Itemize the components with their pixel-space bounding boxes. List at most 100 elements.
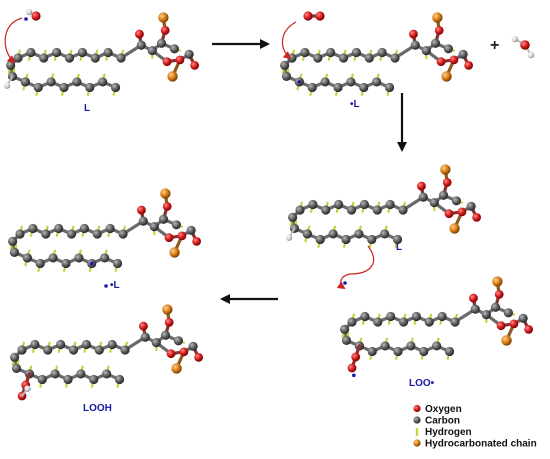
chain-atom (171, 363, 182, 374)
carbon-atom (136, 40, 146, 50)
hydrogen-atom (511, 35, 519, 43)
carbon-atom (173, 336, 183, 346)
chain-atom (169, 247, 180, 258)
legend-label: Carbon (425, 416, 460, 427)
carbon-atom (35, 258, 45, 269)
carbon-atom (333, 82, 343, 93)
oxygen-atom (464, 60, 474, 70)
molecule-L-propagation (285, 164, 482, 248)
radical-dot (343, 281, 347, 285)
oxygen-atom (192, 236, 202, 246)
carbon-atom (118, 229, 128, 239)
molecule-L-initial (3, 12, 200, 96)
carbon-atom (341, 234, 351, 245)
carbon-atom (66, 229, 77, 239)
carbon-atom (386, 311, 396, 322)
hydrogen-atom (527, 51, 535, 59)
carbon-atom (444, 346, 455, 357)
carbon-atom (466, 201, 476, 211)
molecule-layer (3, 8, 535, 401)
carbon-atom (48, 253, 58, 263)
carbon-atom (76, 369, 86, 379)
carbon-atom (89, 374, 99, 385)
molecule-LOOH (10, 304, 204, 401)
carbon-atom (22, 253, 32, 263)
carbon-atom (360, 311, 370, 322)
carbon-atom (90, 53, 100, 63)
curved-arrow-hydrogen-abstraction (4, 17, 23, 64)
carbon-atom (490, 302, 501, 312)
label-step3-L: L (396, 242, 402, 253)
label-step1-L: L (84, 103, 90, 114)
carbon-atom (373, 317, 383, 327)
carbon-atom (418, 192, 428, 202)
hydroxyl-radical-reactant (24, 8, 41, 21)
carbon-atom (105, 223, 115, 234)
carbon-atom (20, 77, 30, 87)
carbon-atom (158, 214, 169, 224)
carbon-atom (326, 47, 336, 58)
carbon-atom (41, 229, 51, 239)
carbon-atom (61, 258, 71, 269)
carbon-atom (328, 229, 338, 239)
oxygen-atom (442, 178, 452, 187)
carbon-atom (346, 77, 356, 87)
carbon-atom (43, 345, 53, 355)
label-step6-LOOH: LOOH (83, 403, 112, 414)
carbon-atom (85, 82, 95, 93)
oxygen-atom (444, 209, 454, 219)
carbon-atom (351, 47, 361, 58)
carbon-atom (359, 82, 369, 93)
molecule-LOO-radical (340, 276, 534, 378)
carbon-atom (295, 205, 305, 215)
carbon-atom (103, 47, 113, 58)
carbon-atom (8, 236, 18, 246)
carbon-atom (13, 53, 23, 63)
oxygen-atom (177, 231, 187, 241)
legend-swatch (413, 404, 421, 413)
carbon-atom (503, 308, 513, 318)
plus-sign: + (490, 37, 499, 54)
chain-atom (432, 12, 443, 23)
carbon-atom (384, 82, 395, 93)
carbon-atom (15, 229, 25, 239)
carbon-atom (359, 199, 369, 210)
carbon-atom (116, 53, 126, 63)
carbon-atom (302, 229, 312, 239)
carbon-atom (98, 77, 108, 87)
legend-swatch (413, 439, 421, 447)
carbon-atom (340, 324, 350, 334)
curved-arrow-hydrogen-transfer (336, 245, 374, 290)
carbon-atom (94, 345, 104, 355)
carbon-atom (77, 47, 87, 58)
carbon-atom (341, 335, 352, 345)
carbon-atom (112, 258, 123, 269)
radical-dot (104, 284, 108, 288)
chain-atom (441, 71, 452, 82)
carbon-atom (380, 229, 390, 239)
molecule-L-radical-product (8, 188, 202, 272)
carbon-atom (346, 205, 357, 215)
carbon-atom (74, 253, 84, 263)
hydrogen-atom (3, 82, 11, 89)
carbon-atom (364, 53, 374, 63)
carbon-atom (424, 317, 434, 327)
radical-dot (89, 261, 94, 266)
carbon-atom (430, 38, 441, 48)
carbon-atom (149, 222, 159, 232)
oxygen-atom (351, 352, 361, 362)
legend-item-hydrogen: Hydrogen (415, 427, 472, 438)
carbon-atom (151, 338, 161, 348)
carbon-atom (9, 247, 20, 257)
hydrogen-atom (24, 385, 31, 392)
oxygen-atom (31, 11, 41, 21)
hydrogen-atom (25, 8, 33, 16)
carbon-atom (367, 234, 377, 245)
carbon-atom (156, 38, 167, 48)
oxygen-atom (315, 11, 325, 21)
oxygen-atom (164, 233, 174, 243)
carbon-atom (410, 40, 420, 50)
carbon-atom (393, 346, 403, 357)
carbon-atom (470, 304, 480, 314)
